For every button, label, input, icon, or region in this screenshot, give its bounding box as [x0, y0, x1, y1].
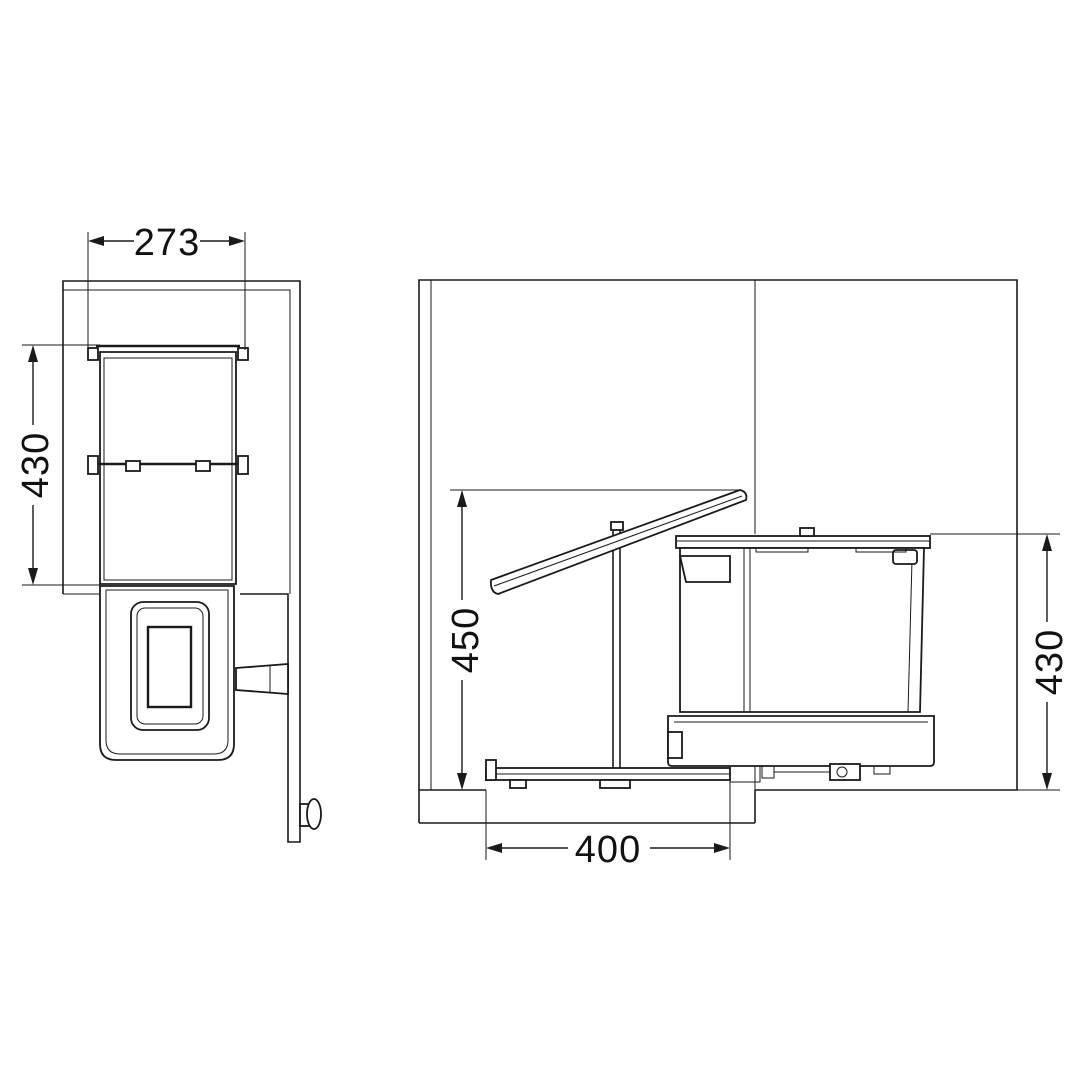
- bin-frame-top-view: [87, 344, 249, 585]
- dimension-273: 273: [87, 222, 246, 350]
- dimension-430-top-view: 430: [15, 344, 100, 586]
- cabinet-outline-side-view: [418, 279, 1018, 824]
- dimension-label-430-left: 430: [15, 432, 57, 498]
- top-view: 273 430: [15, 222, 322, 843]
- bin-base: [667, 715, 935, 767]
- mechanism: [761, 763, 891, 781]
- dimension-label-430-right: 430: [1029, 629, 1071, 695]
- side-view: 450 430 400: [418, 279, 1071, 871]
- side-bracket: [235, 663, 289, 695]
- pull-out-rail: [485, 759, 761, 789]
- bin-body-side-view: [675, 527, 931, 713]
- dimension-450: 450: [445, 489, 742, 791]
- cabinet-outline-top-view: [62, 280, 301, 843]
- open-lid: [489, 489, 748, 595]
- dimension-430-side-view: 430: [930, 533, 1071, 791]
- bin-container-top-view: [99, 585, 235, 761]
- dimension-label-400: 400: [575, 829, 641, 871]
- dimension-400: 400: [485, 782, 731, 871]
- lid-support-post: [610, 521, 624, 768]
- door-handle: [299, 798, 322, 830]
- dimension-label-273: 273: [134, 222, 200, 264]
- dimension-label-450: 450: [445, 607, 487, 673]
